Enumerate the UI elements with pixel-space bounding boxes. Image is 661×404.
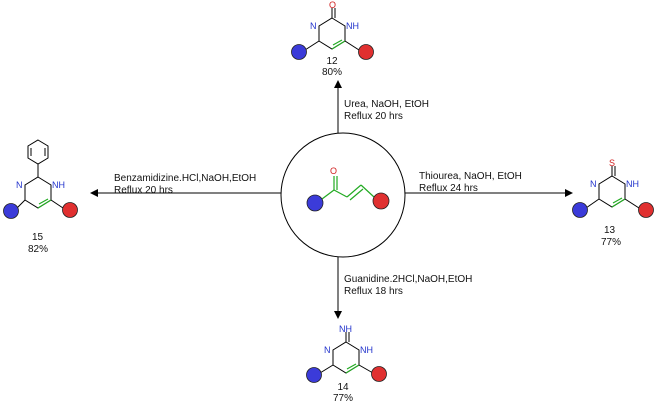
guanidine-reflux: Reflux 18 hrs [344,286,403,297]
ring-double-bond [611,198,626,208]
aryl-blue-ball [306,194,324,212]
product-13-yield: 77% [601,237,621,248]
product-12-structure: O N NH [291,0,374,60]
benzamidine-reflux: Reflux 20 hrs [114,185,173,196]
aryl-blue-ball [3,203,19,219]
substituent-bond [16,199,26,209]
substituent-bond [358,364,374,374]
ring-nh-label: NH [360,345,373,355]
imine-nh-label: NH [339,324,352,334]
thiourea-reflux: Reflux 24 hrs [419,183,478,194]
substituent-bond [304,40,320,51]
chalcone-bond [333,189,348,198]
ring-double-bond [37,199,52,209]
guanidine-reagents: Guanidine.2HCl,NaOH,EtOH [344,274,472,285]
aryl-red-ball [371,366,387,382]
aryl-red-ball [62,202,78,218]
ring-double-bond [345,364,360,374]
benzamidine-reagents: Benzamidizine.HCl,NaOH,EtOH [114,173,256,184]
product-15-number: 15 [32,232,44,243]
urea-reflux: Reflux 20 hrs [344,111,403,122]
oxygen-label: O [329,0,336,10]
chalcone-bond [349,188,364,201]
urea-reagents: Urea, NaOH, EtOH [344,99,429,110]
product-15-structure: N NH [3,139,78,219]
ring-double-bond [346,363,357,370]
ring-nitrogen-label: N [16,180,23,190]
pyrimidine-ring [332,341,360,374]
product-14-structure: NH N NH [306,324,387,383]
pyrimidine-ring [24,176,52,209]
product-14-yield: 77% [333,393,353,404]
ring-nitrogen-label: N [324,345,331,355]
sulfur-label: S [609,158,615,168]
product-13-structure: S N NH [572,158,654,218]
product-15-yield: 82% [28,244,48,255]
aryl-red-ball [358,44,374,60]
ring-double-bond [331,40,346,50]
aryl-blue-ball [572,202,588,218]
ring-double-bond [38,198,49,205]
aryl-blue-ball [306,367,322,383]
carbonyl-oxygen-label: O [330,166,337,176]
product-13-number: 13 [604,225,616,236]
ring-nh-label: NH [52,180,65,190]
substituent-bond [585,198,600,209]
chalcone-bond [321,189,335,200]
starting-chalcone: O [280,132,406,258]
pyrimidine-ring [598,175,626,208]
ring-double-bond [332,39,343,46]
ring-nh-label: NH [626,179,639,189]
substituent-bond [319,364,334,374]
substituent-bond [624,198,640,209]
ring-nitrogen-label: N [590,179,597,189]
aryl-red-ball [638,202,654,218]
ring-nitrogen-label: N [310,21,317,31]
product-12-number: 12 [326,56,338,67]
product-12-yield: 80% [322,67,342,78]
product-14-number: 14 [337,382,349,393]
thiourea-reagents: Thiourea, NaOH, EtOH [419,171,522,182]
chalcone-bond [360,184,375,198]
substituent-bond [344,40,360,51]
chalcone-bond [346,184,362,198]
aryl-red-ball [372,192,390,210]
ring-nh-label: NH [346,21,359,31]
substituent-bond [50,199,64,209]
ring-double-bond [612,197,623,204]
pyrimidine-ring [318,17,346,50]
aryl-blue-ball [291,44,307,60]
